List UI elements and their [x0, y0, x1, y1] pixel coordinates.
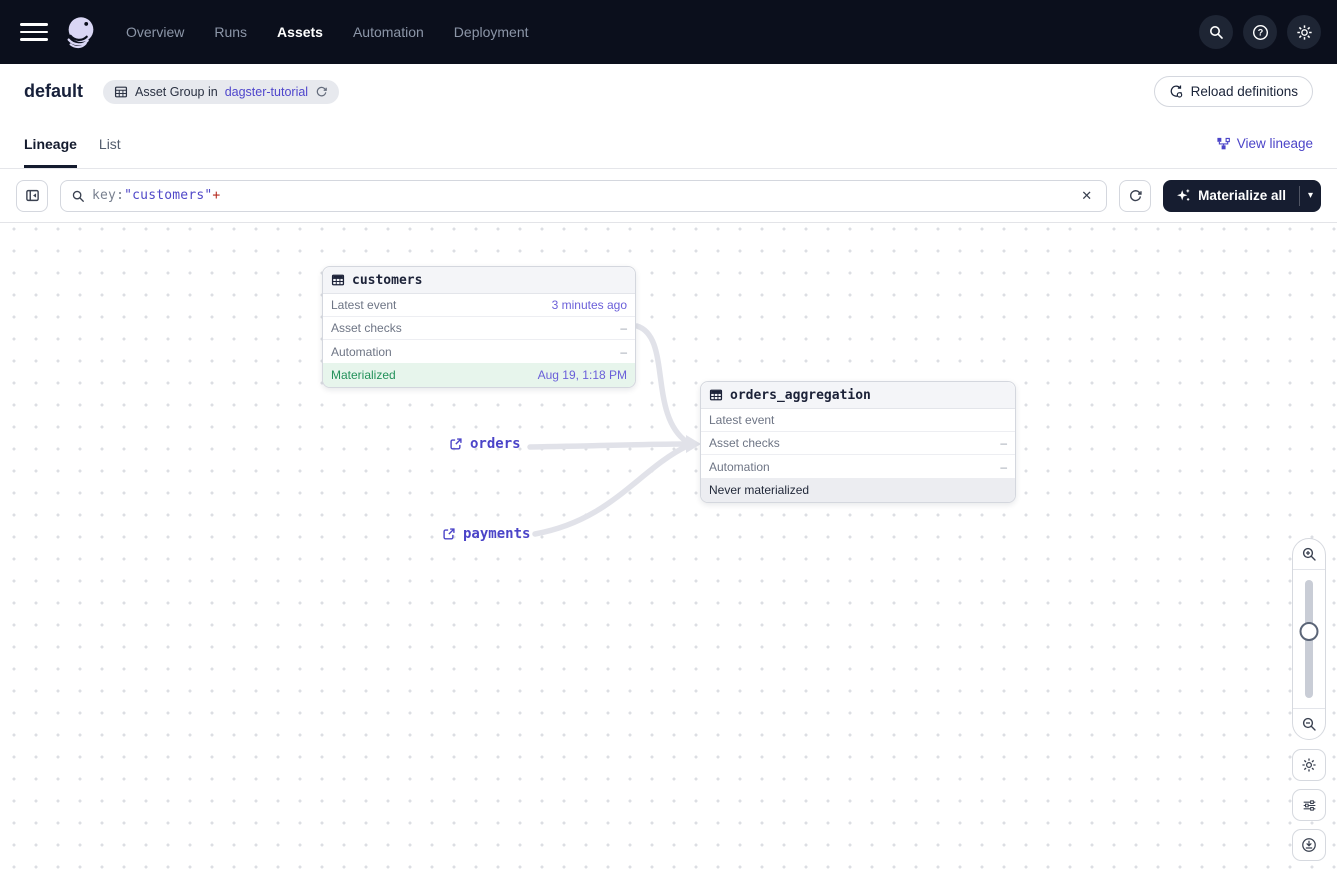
- external-asset-payments[interactable]: payments: [442, 526, 530, 542]
- nav-item-overview[interactable]: Overview: [126, 24, 185, 40]
- help-icon[interactable]: ?: [1243, 15, 1277, 49]
- node-row-latest-event: Latest event: [701, 409, 1015, 432]
- external-link-icon: [443, 528, 455, 540]
- caret-down-icon[interactable]: ▾: [1307, 190, 1313, 201]
- filters-icon[interactable]: [1292, 789, 1326, 821]
- reload-label: Reload definitions: [1190, 84, 1298, 99]
- reload-definitions-button[interactable]: Reload definitions: [1153, 76, 1313, 107]
- nav-item-runs[interactable]: Runs: [214, 24, 248, 40]
- recenter-icon[interactable]: [1292, 829, 1326, 861]
- node-row-asset-checks: Asset checks –: [701, 432, 1015, 455]
- reload-icon: [1170, 85, 1182, 98]
- lineage-toolbar: key:"customers"+ ✕ Materialize all ▾: [0, 169, 1337, 223]
- sparkle-icon: [1177, 189, 1190, 201]
- sync-icon[interactable]: [315, 85, 328, 98]
- asset-search-input[interactable]: key:"customers"+ ✕: [60, 179, 1108, 212]
- lineage-graph-canvas[interactable]: customers Latest event 3 minutes ago Ass…: [0, 223, 1337, 873]
- clear-icon[interactable]: ✕: [1081, 187, 1093, 203]
- dagster-logo[interactable]: [62, 13, 100, 51]
- asset-node-header: customers: [323, 267, 635, 294]
- nav-item-assets[interactable]: Assets: [277, 24, 323, 40]
- external-asset-label: orders: [470, 436, 521, 452]
- external-asset-orders[interactable]: orders: [449, 436, 521, 452]
- graph-settings-icon[interactable]: [1292, 749, 1326, 781]
- status-row-materialized: Materialized Aug 19, 1:18 PM: [323, 363, 635, 387]
- tab-lineage[interactable]: Lineage: [24, 119, 77, 168]
- repo-link[interactable]: dagster-tutorial: [224, 84, 309, 99]
- external-link-icon: [450, 438, 462, 450]
- svg-text:?: ?: [1257, 27, 1262, 37]
- top-navbar: Overview Runs Assets Automation Deployme…: [0, 0, 1337, 64]
- asset-group-header: default Asset Group in dagster-tutorial …: [0, 64, 1337, 119]
- lineage-graph-icon: [1217, 137, 1230, 150]
- status-row-never-materialized: Never materialized: [701, 478, 1015, 502]
- hamburger-menu-icon[interactable]: [20, 18, 48, 46]
- materialize-all-button[interactable]: Materialize all ▾: [1163, 179, 1321, 212]
- zoom-slider[interactable]: [1293, 570, 1325, 708]
- asset-node-header: orders_aggregation: [701, 382, 1015, 409]
- page-title: default: [24, 81, 84, 101]
- tab-list[interactable]: List: [98, 135, 121, 152]
- primary-nav: Overview Runs Assets Automation Deployme…: [126, 24, 529, 40]
- button-divider: [1298, 185, 1300, 206]
- asset-name: customers: [352, 272, 423, 288]
- table-icon: [331, 274, 345, 286]
- search-icon[interactable]: [1199, 15, 1233, 49]
- node-row-latest-event: Latest event 3 minutes ago: [323, 294, 635, 317]
- zoom-in-icon[interactable]: [1293, 539, 1325, 569]
- zoom-out-icon[interactable]: [1293, 709, 1325, 739]
- zoom-control-panel: [1292, 538, 1326, 740]
- expand-panel-icon[interactable]: [16, 179, 48, 212]
- view-lineage-link[interactable]: View lineage: [1216, 119, 1313, 168]
- node-row-automation: Automation –: [701, 455, 1015, 478]
- magnifier-icon: [72, 190, 84, 202]
- asset-node-orders-aggregation[interactable]: orders_aggregation Latest event Asset ch…: [700, 381, 1016, 503]
- tabs-bar: Lineage List View lineage: [0, 119, 1337, 169]
- asset-name: orders_aggregation: [730, 387, 871, 403]
- lineage-edges: [527, 323, 701, 537]
- materialize-all-main[interactable]: Materialize all: [1163, 180, 1299, 212]
- zoom-slider-handle[interactable]: [1299, 622, 1319, 641]
- node-row-automation: Automation –: [323, 340, 635, 363]
- node-row-asset-checks: Asset checks –: [323, 317, 635, 340]
- nav-item-automation[interactable]: Automation: [352, 24, 424, 40]
- asset-group-icon: [114, 86, 128, 97]
- latest-event-link[interactable]: 3 minutes ago: [551, 298, 627, 312]
- asset-group-badge: Asset Group in dagster-tutorial: [103, 79, 340, 104]
- gear-icon[interactable]: [1287, 15, 1321, 49]
- materialize-all-label: Materialize all: [1198, 188, 1286, 203]
- query-operator: +: [212, 188, 221, 203]
- query-field: key:: [92, 188, 125, 203]
- external-asset-label: payments: [463, 526, 531, 542]
- table-icon: [709, 389, 723, 401]
- query-value: "customers": [124, 188, 213, 203]
- asset-node-customers[interactable]: customers Latest event 3 minutes ago Ass…: [322, 266, 636, 388]
- badge-text: Asset Group in: [135, 84, 218, 99]
- refresh-graph-icon[interactable]: [1119, 179, 1152, 212]
- view-lineage-label: View lineage: [1236, 136, 1313, 151]
- nav-item-deployment[interactable]: Deployment: [453, 24, 529, 40]
